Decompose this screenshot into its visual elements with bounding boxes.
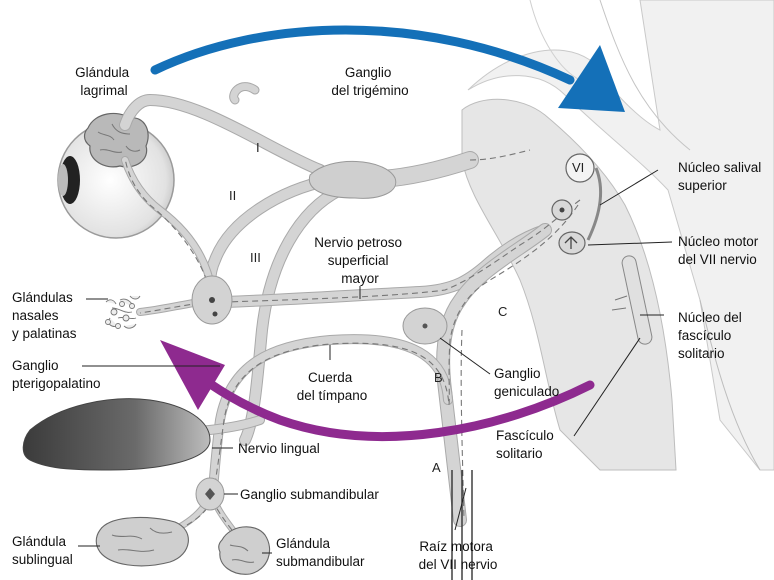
label-chorda-tympani: Cuerda del tímpano xyxy=(297,370,368,403)
roman-numeral-I: I xyxy=(256,140,260,155)
label-sublingual-gland: Glándula sublingual xyxy=(12,534,73,567)
nasal-palatine-glands xyxy=(106,296,141,329)
submandibular-gland xyxy=(219,527,270,574)
roman-numeral-VI: VI xyxy=(572,160,584,175)
label-motor-root: Raíz motora del VII nervio xyxy=(419,539,498,572)
ganglia xyxy=(192,161,447,510)
label-trigeminal-ganglion: Ganglio del trigémino xyxy=(331,65,408,98)
label-nasal-palatine-glands: Glándulas nasales y palatinas xyxy=(12,290,77,341)
label-lingual-nerve: Nervio lingual xyxy=(238,441,320,456)
sublingual-gland xyxy=(96,517,188,565)
lacrimal-gland xyxy=(85,113,149,166)
label-pterygopalatine-ganglion: Ganglio pterigopalatino xyxy=(12,358,101,391)
letter-A: A xyxy=(432,460,441,475)
roman-numeral-II: II xyxy=(229,188,236,203)
tongue xyxy=(23,399,210,470)
label-submandibular-ganglion: Ganglio submandibular xyxy=(240,487,379,502)
roman-numeral-III: III xyxy=(250,250,261,265)
facial-motor-nucleus xyxy=(559,232,585,254)
letter-B: B xyxy=(434,370,443,385)
trigeminal-ganglion xyxy=(309,161,395,198)
label-solitary-tract: Fascículo solitario xyxy=(496,428,558,461)
label-lacrimal-gland: Glándula lagrimal xyxy=(75,65,133,98)
label-greater-petrosal-nerve: Nervio petroso superficial mayor xyxy=(314,235,406,286)
letter-C: C xyxy=(498,304,507,319)
label-submandibular-gland: Glándula submandibular xyxy=(276,536,365,569)
